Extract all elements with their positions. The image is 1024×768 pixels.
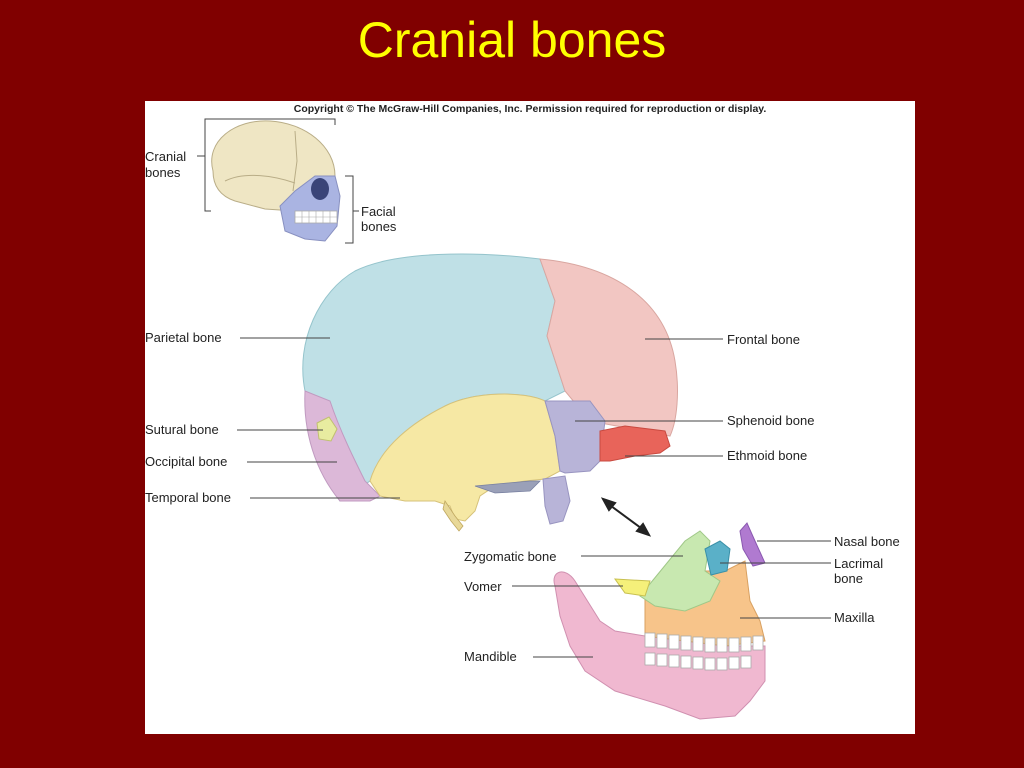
skull-diagram: Cranial bones Facial bones <box>145 118 900 720</box>
separation-arrow <box>600 497 652 537</box>
label-nasal-bone: Nasal bone <box>834 534 900 549</box>
label-temporal-bone: Temporal bone <box>145 490 231 505</box>
facial-bones <box>553 522 766 720</box>
vomer <box>613 578 651 597</box>
label-occipital-bone: Occipital bone <box>145 454 227 469</box>
zygomatic-bone <box>639 530 721 612</box>
label-sutural-bone: Sutural bone <box>145 422 219 437</box>
label-lacrimal-bone: Lacrimal <box>834 556 883 571</box>
cranial-bones-label-2: bones <box>145 165 181 180</box>
label-zygomatic-bone: Zygomatic bone <box>464 549 557 564</box>
skull-diagram-panel: Copyright © The McGraw-Hill Companies, I… <box>145 101 915 734</box>
label-parietal-bone: Parietal bone <box>145 330 222 345</box>
label-sphenoid-bone: Sphenoid bone <box>727 413 814 428</box>
nasal-bone <box>739 522 766 567</box>
teeth <box>644 632 764 671</box>
label-vomer: Vomer <box>464 579 502 594</box>
frontal-bone <box>539 258 678 437</box>
facial-bones-label-2: bones <box>361 219 397 234</box>
cranium <box>302 253 678 532</box>
cranial-bones-label: Cranial <box>145 149 186 164</box>
copyright-notice: Copyright © The McGraw-Hill Companies, I… <box>293 103 767 115</box>
inset-brackets <box>197 118 359 244</box>
label-maxilla: Maxilla <box>834 610 875 625</box>
ethmoid-bone <box>599 425 671 462</box>
temporal-bone <box>369 393 561 522</box>
label-ethmoid-bone: Ethmoid bone <box>727 448 807 463</box>
facial-bones-label: Facial <box>361 204 396 219</box>
leader-lines <box>237 337 831 658</box>
label-mandible: Mandible <box>464 649 517 664</box>
label-lacrimal-bone-2: bone <box>834 571 863 586</box>
sphenoid-bone <box>544 400 606 474</box>
inset-skull <box>211 120 341 242</box>
label-frontal-bone: Frontal bone <box>727 332 800 347</box>
sutural-bone <box>316 416 338 442</box>
lacrimal-bone <box>704 540 731 576</box>
slide-title: Cranial bones <box>357 12 667 68</box>
